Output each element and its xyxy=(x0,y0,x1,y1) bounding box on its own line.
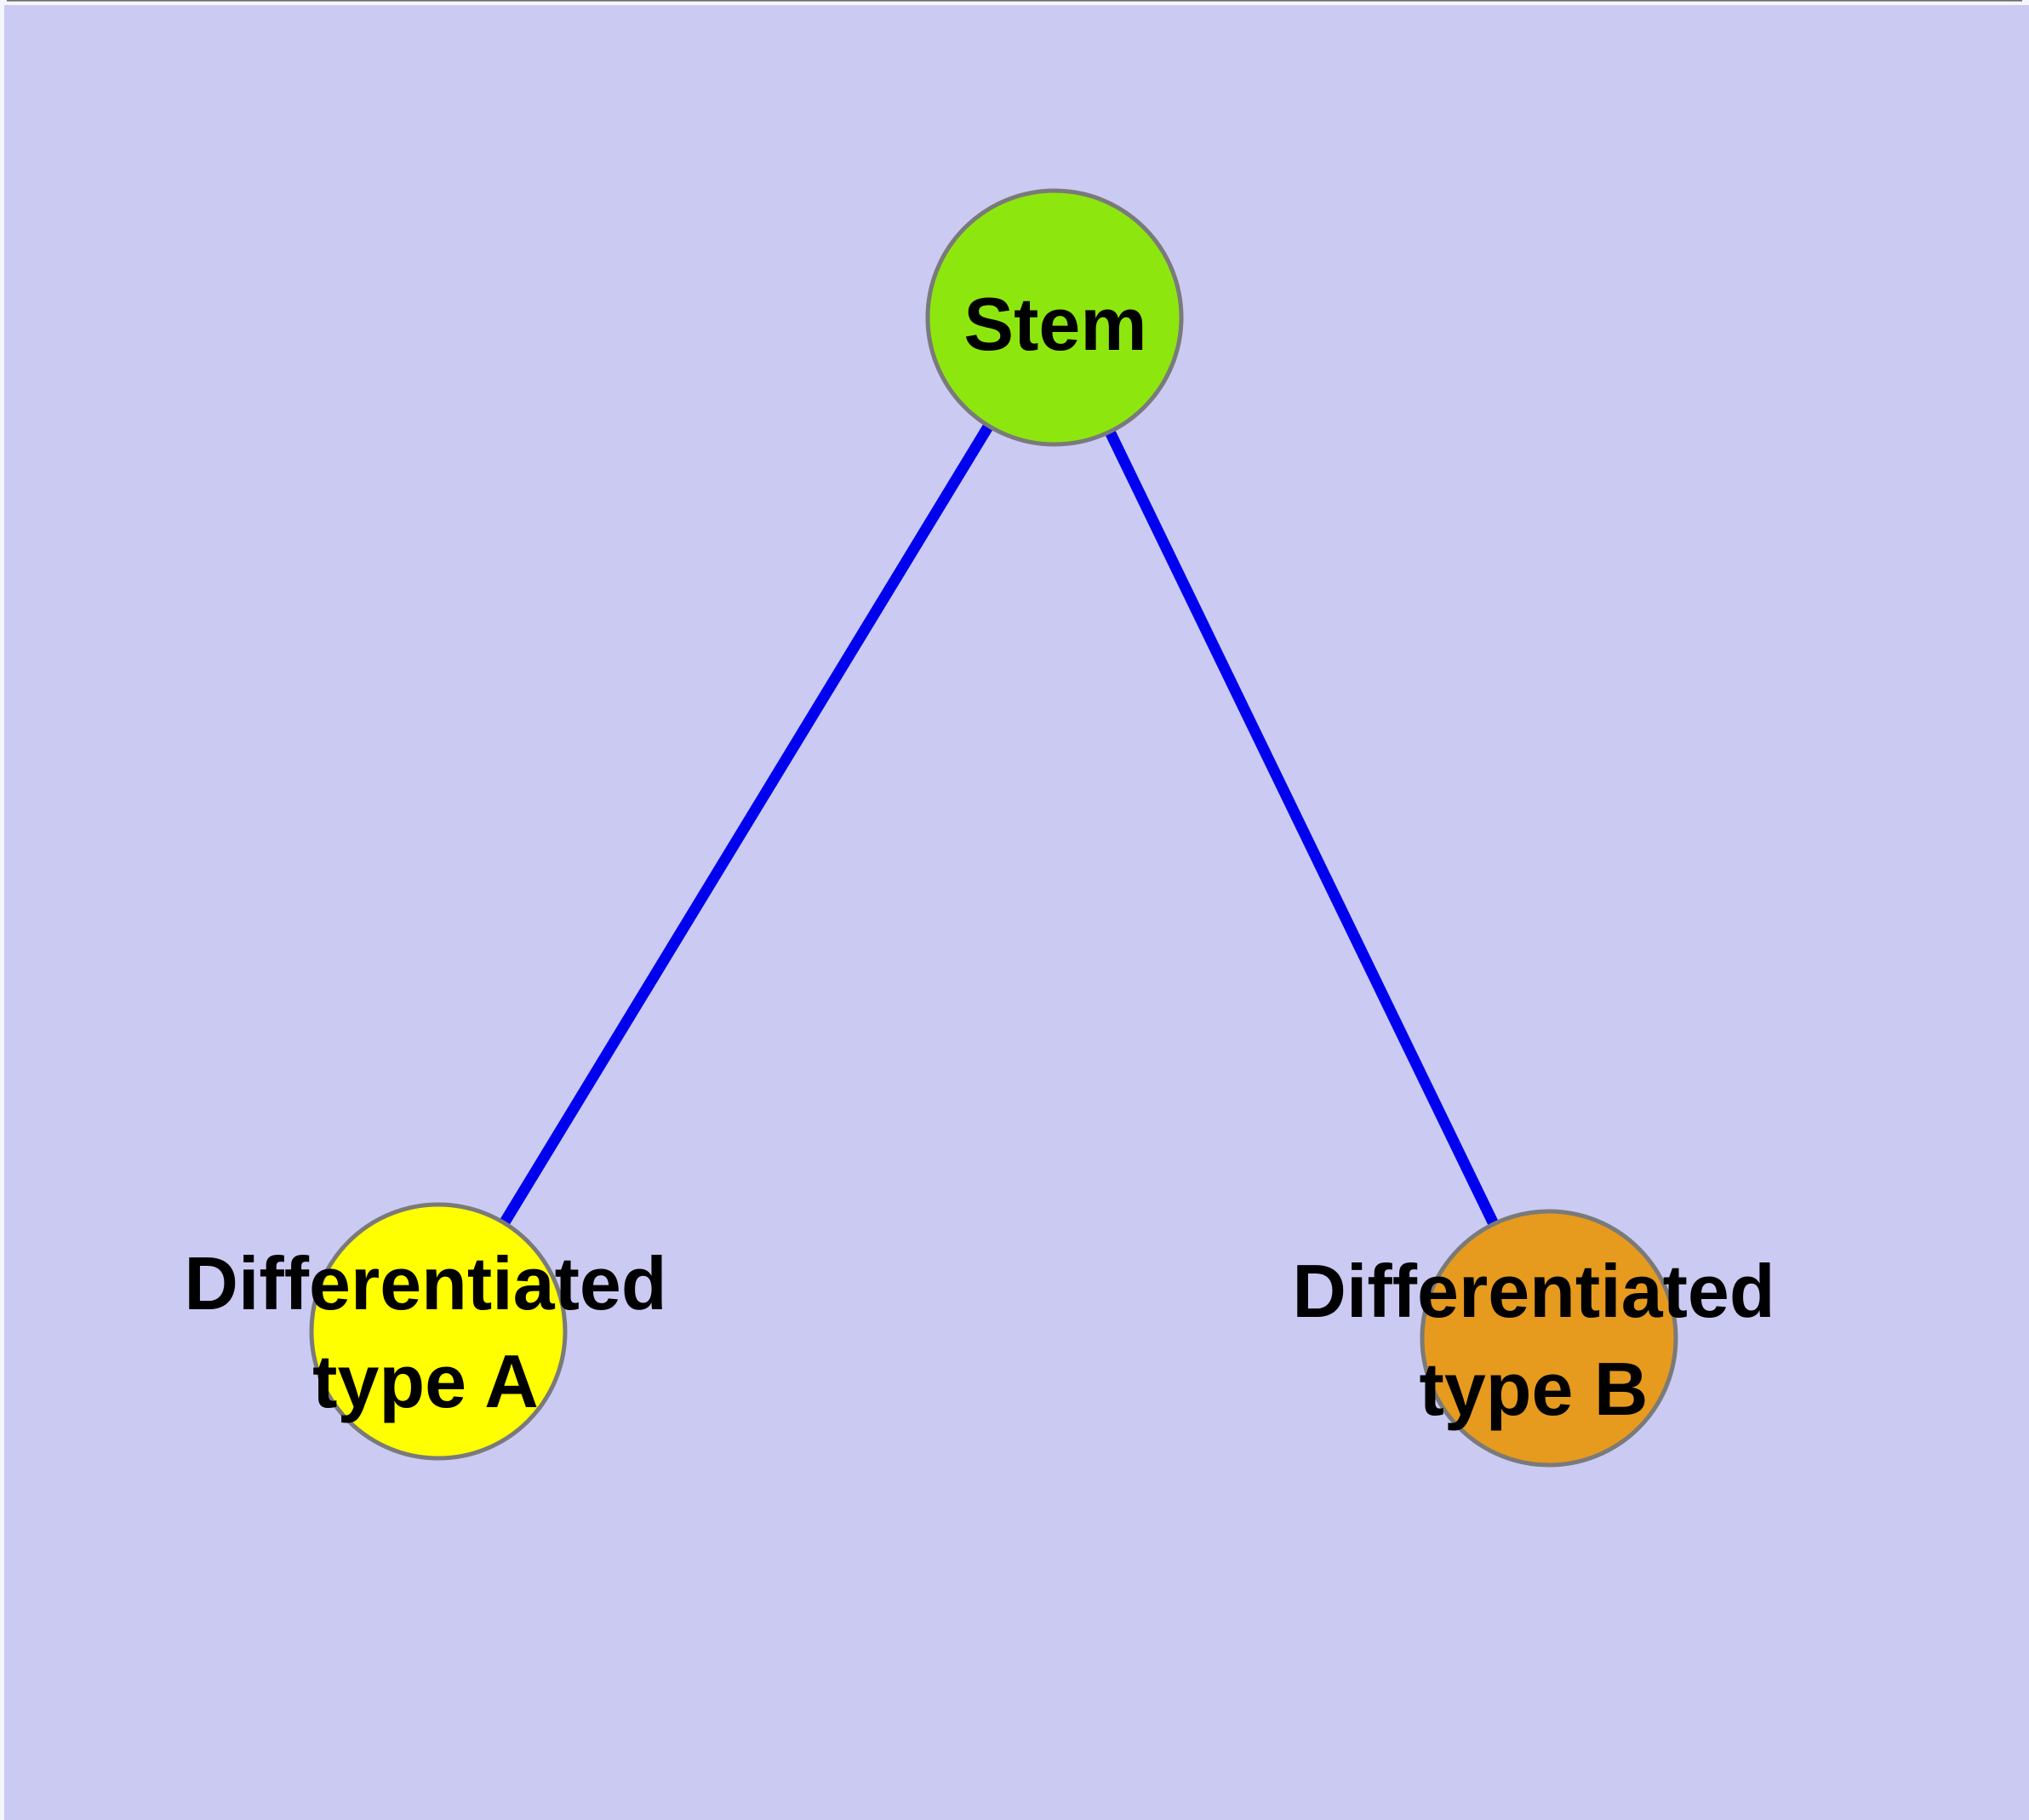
window-top-highlight xyxy=(0,0,2029,5)
edge-stem-to-type-b xyxy=(1049,315,1554,1341)
node-type-b-label-line2: type B xyxy=(1420,1347,1649,1431)
node-type-b-label-line1: Differentiated xyxy=(1292,1249,1775,1333)
node-type-a-label-line2: type A xyxy=(312,1339,539,1423)
node-stem xyxy=(925,188,1184,447)
node-differentiated-type-b xyxy=(1420,1209,1678,1468)
window-left-highlight xyxy=(0,0,4,1820)
window-top-border-line xyxy=(7,0,2022,2)
node-differentiated-type-a xyxy=(309,1202,568,1461)
edge-stem-to-type-a xyxy=(433,314,1060,1335)
node-stem-label: Stem xyxy=(963,282,1146,366)
node-type-a-label-line1: Differentiated xyxy=(184,1241,666,1325)
